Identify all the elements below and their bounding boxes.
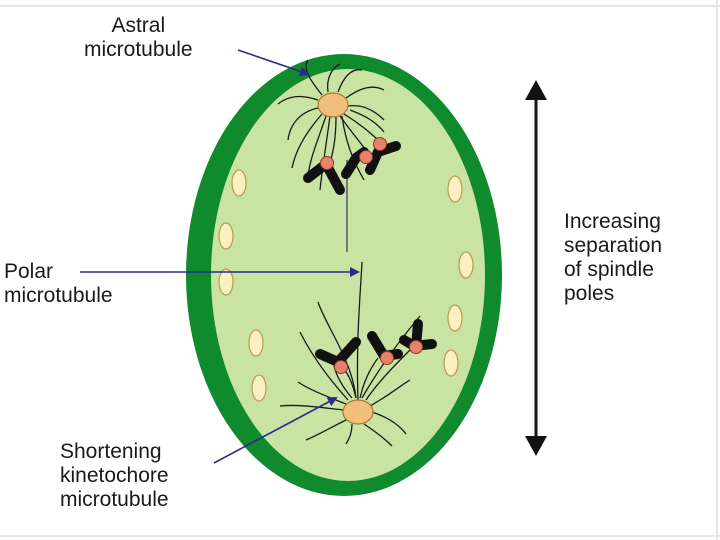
separation-label: Increasing separation of spindle poles [564,210,663,305]
vesicle [458,251,474,279]
vesicle [251,374,267,402]
kinetochore-microtubule-label: Shortening kinetochore microtubule [60,440,169,511]
kinetochore [320,156,334,170]
separation-arrowhead-bottom [525,436,547,456]
kinetochore [334,360,348,374]
vesicle [218,268,234,296]
kinetochore [380,351,394,365]
vesicle [447,175,463,203]
polar-microtubule-label: Polar microtubule [4,260,113,307]
astral-pointer-arrow [237,49,310,77]
astral-microtubule-label: Astral microtubule [84,14,193,61]
kinetochore [409,340,423,354]
kinetochore [359,150,373,164]
upper-kinetochores [320,137,387,170]
lower-centrosome [342,399,374,425]
separation-arrowhead-top [525,80,547,100]
vesicle [231,169,247,197]
cytoplasm [211,69,485,481]
vesicles [218,169,474,402]
vesicle [248,329,264,357]
kinetochore-pointer-arrow [213,397,338,464]
vesicle [447,304,463,332]
vesicle [443,349,459,377]
vesicle [218,222,234,250]
lower-kinetochores [334,340,423,374]
chromosome [365,141,401,175]
kinetochore [373,137,387,151]
upper-centrosome [317,92,349,118]
